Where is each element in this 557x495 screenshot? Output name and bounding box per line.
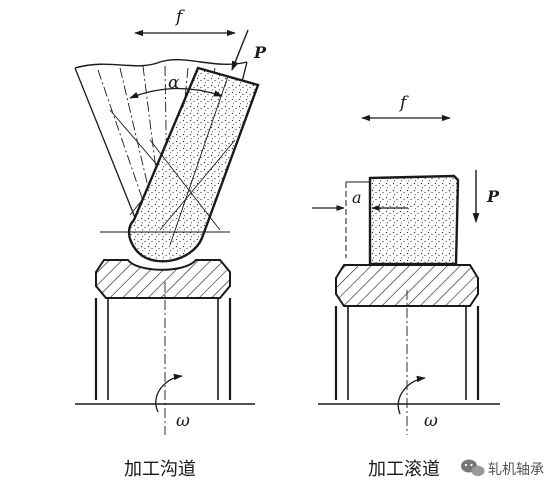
right-rotation-indicator: ω [397, 375, 438, 431]
right-feed-arrow: f [361, 93, 451, 122]
right-raceway-diagram: f P a ω [312, 93, 500, 480]
left-rotation-label: ω [176, 411, 190, 431]
watermark: 轧机轴承 [461, 459, 544, 478]
offset-indicator: a [312, 181, 408, 258]
right-ring-walls [318, 290, 500, 435]
right-feed-label: f [398, 93, 409, 113]
grinding-block [368, 174, 460, 266]
right-rotation-label: ω [424, 411, 438, 431]
left-ring-section [95, 259, 231, 299]
left-force-arrow: P [231, 29, 267, 71]
left-groove-diagram: f [74, 7, 267, 480]
right-force-label: P [486, 187, 500, 206]
right-ring-section [335, 264, 479, 307]
left-ring-walls [75, 282, 255, 435]
offset-label: a [352, 188, 362, 207]
left-feed-arrow: f [134, 7, 236, 37]
wechat-bubble-icon [461, 459, 485, 477]
left-force-label: P [253, 43, 267, 62]
left-rotation-indicator: ω [155, 373, 190, 431]
left-caption: 加工沟道 [124, 459, 196, 480]
left-feed-label: f [174, 7, 185, 27]
right-caption: 加工滚道 [368, 459, 440, 480]
watermark-text: 轧机轴承 [488, 462, 544, 478]
angle-alpha-label: α [168, 73, 180, 93]
grinding-wheel [127, 66, 260, 263]
right-force-arrow: P [472, 170, 500, 223]
angle-alpha-indicator: α [129, 73, 223, 99]
